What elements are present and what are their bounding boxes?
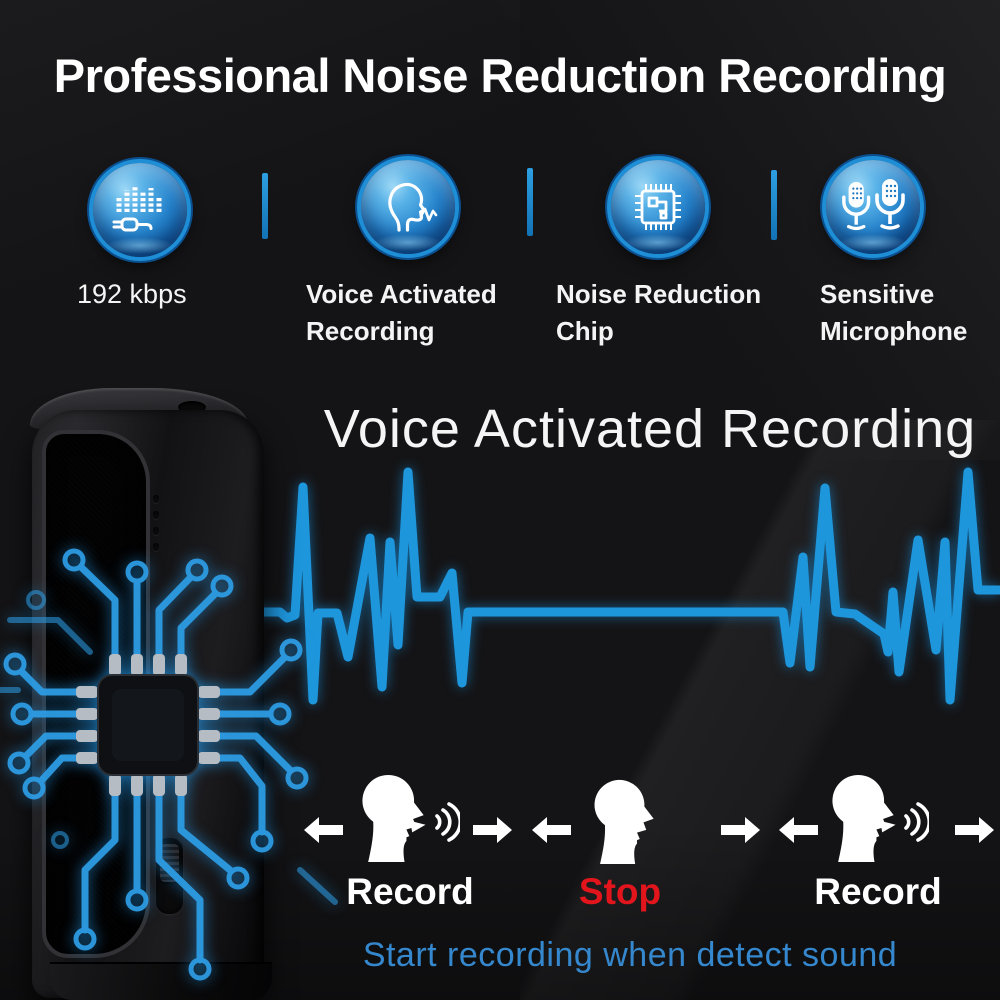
feature-separator [527,168,533,236]
device-base [50,962,272,1000]
circuit-chip-graphic [0,548,338,981]
device-led-hole [153,511,159,519]
bitrate-equalizer-plug-icon [93,163,187,257]
flow-step-stop: Stop [578,871,662,912]
flow-caption: Start recording when detect sound [362,936,898,974]
sensitive-microphone-icon [826,160,920,254]
arrow-left-icon [526,815,576,850]
feature-label-bitrate: 192 kbps [77,279,187,309]
arrow-right-icon [950,815,1000,850]
page-title: Professional Noise Reduction Recording [53,49,947,102]
silent-head-icon [592,779,658,869]
voice-activated-head-icon [361,160,455,254]
feature-separator [771,170,777,240]
flow-step-record-1: Record [346,871,474,912]
sound-waves-icon [903,799,932,850]
noise-reduction-chip-icon [611,160,705,254]
section-title: Voice Activated Recording [323,399,977,459]
flow-step-record-2: Record [814,871,942,912]
arrow-left-icon [773,815,823,850]
device-led-hole [153,527,159,535]
feature-separator [262,173,268,239]
device-led-hole [153,495,159,503]
arrow-right-icon [716,815,766,850]
device-led-hole [153,543,159,551]
feature-label-noise-chip: Noise Reduction Chip [556,279,762,346]
arrow-left-icon [298,815,348,850]
feature-label-voice-activated: Voice Activated Recording [306,279,497,346]
speaking-head-icon [830,774,898,867]
arrow-right-icon [468,815,518,850]
feature-label-microphone: Sensitive Microphone [820,279,968,346]
audio-waveform [235,467,1000,705]
speaking-head-icon [360,774,428,867]
sound-waves-icon [434,799,463,850]
